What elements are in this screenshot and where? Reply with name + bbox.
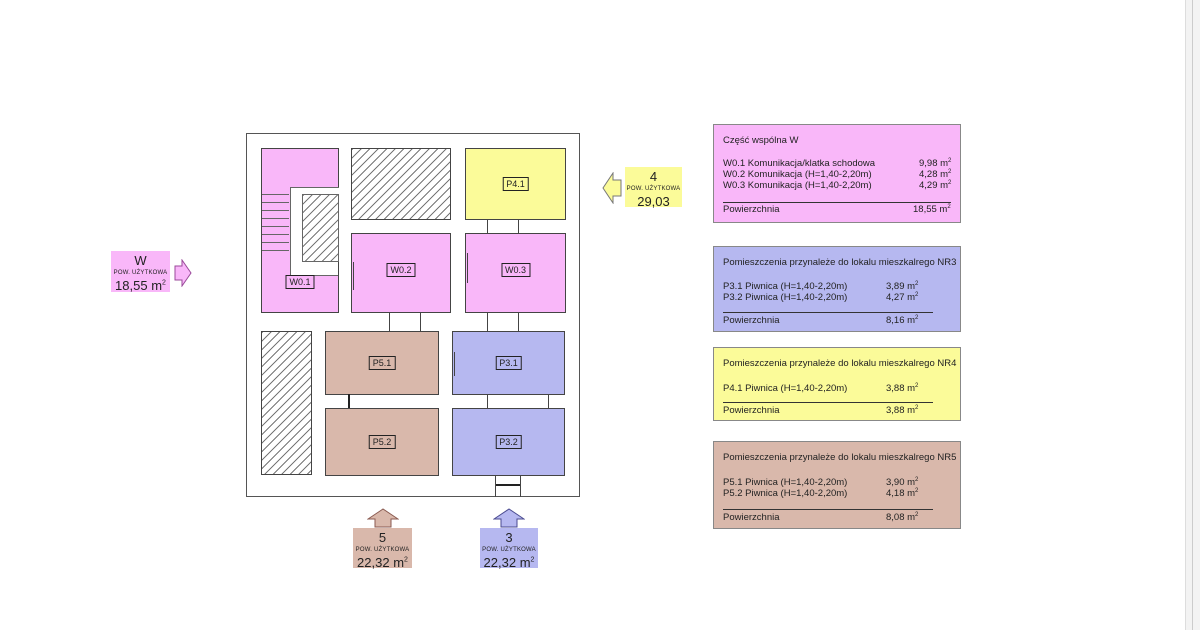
badge-5: 5 POW. UŻYTKOWA 22,32 m2 xyxy=(353,528,412,570)
legend-title: Pomieszczenia przynależe do lokalu miesz… xyxy=(723,358,957,369)
legend-row: P5.2 Piwnica (H=1,40-2,20m) 4,18 m2 xyxy=(723,488,919,500)
legend-title: Część wspólna W xyxy=(723,135,799,146)
stair-void xyxy=(302,194,339,262)
room-p32: P3.2 xyxy=(452,408,565,476)
legend-total: Powierzchnia 3,88 m2 xyxy=(723,405,919,417)
legend-row: W0.2 Komunikacja (H=1,40-2,20m) 4,28 m2 xyxy=(723,169,952,181)
door-w02-p51 xyxy=(389,312,421,332)
badge-w-area: 18,55 m2 xyxy=(115,278,166,293)
badge-5-caption: POW. UŻYTKOWA xyxy=(355,547,410,553)
legend-row: P4.1 Piwnica (H=1,40-2,20m) 3,88 m2 xyxy=(723,383,919,395)
badge-w-caption: POW. UŻYTKOWA xyxy=(113,270,168,276)
room-label-p41: P4.1 xyxy=(502,177,529,191)
legend-row: P3.2 Piwnica (H=1,40-2,20m) 4,27 m2 xyxy=(723,292,919,304)
room-label-p52: P5.2 xyxy=(368,435,396,449)
room-label-w02: W0.2 xyxy=(386,263,416,277)
badge-w-number: W xyxy=(134,253,147,268)
door-p51-p31 xyxy=(438,352,455,376)
scrollbar-track xyxy=(1192,0,1193,630)
badge-5-area: 22,32 m2 xyxy=(357,555,408,570)
door-p51-p52 xyxy=(348,394,364,408)
door-w02-w03 xyxy=(450,253,468,283)
door-w03-p31 xyxy=(487,312,519,332)
legend-nr4: Pomieszczenia przynależe do lokalu miesz… xyxy=(713,347,961,421)
room-p41: P4.1 xyxy=(465,148,566,220)
legend-row: P5.1 Piwnica (H=1,40-2,20m) 3,90 m2 xyxy=(723,477,919,489)
door-w01-w02 xyxy=(338,262,354,290)
legend-nr5: Pomieszczenia przynależe do lokalu miesz… xyxy=(713,441,961,529)
legend-nr3: Pomieszczenia przynależe do lokalu miesz… xyxy=(713,246,961,332)
room-w03: W0.3 xyxy=(465,233,566,313)
legend-row: W0.1 Komunikacja/klatka schodowa 9,98 m2 xyxy=(723,158,952,170)
badge-3: 3 POW. UŻYTKOWA 22,32 m2 xyxy=(480,528,538,570)
stair-steps xyxy=(262,194,289,256)
badge-3-caption: POW. UŻYTKOWA xyxy=(482,547,536,553)
room-label-p32: P3.2 xyxy=(495,435,522,449)
legend-rule xyxy=(723,202,951,203)
badge-3-number: 3 xyxy=(505,530,513,545)
legend-rule xyxy=(723,312,933,313)
legend-row: P3.1 Piwnica (H=1,40-2,20m) 3,89 m2 xyxy=(723,281,919,293)
legend-total: Powierzchnia 8,16 m2 xyxy=(723,315,919,327)
arrow-up-icon xyxy=(367,508,399,528)
badge-4-caption: POW. UŻYTKOWA xyxy=(626,186,681,192)
legend-title: Pomieszczenia przynależe do lokalu miesz… xyxy=(723,257,957,268)
room-label-p31: P3.1 xyxy=(495,356,522,370)
room-p31: P3.1 xyxy=(452,331,565,395)
badge-4: 4 POW. UŻYTKOWA 29,03 xyxy=(625,167,682,209)
room-w02: W0.2 xyxy=(351,233,451,313)
legend-rule xyxy=(723,509,933,510)
badge-4-number: 4 xyxy=(649,169,658,184)
room-p52: P5.2 xyxy=(325,408,439,476)
legend-rule xyxy=(723,402,933,403)
legend-row: W0.3 Komunikacja (H=1,40-2,20m) 4,29 m2 xyxy=(723,180,952,192)
room-label-w01: W0.1 xyxy=(285,275,315,289)
floor-plan xyxy=(246,133,580,497)
room-label-w03: W0.3 xyxy=(500,263,531,277)
hatched-room-left xyxy=(261,331,312,475)
arrow-right-icon xyxy=(174,259,192,287)
legend-total: Powierzchnia 8,08 m2 xyxy=(723,512,919,524)
hatched-room-top xyxy=(351,148,451,220)
badge-3-area: 22,32 m2 xyxy=(483,555,535,570)
room-label-p51: P5.1 xyxy=(368,356,396,370)
badge-4-area: 29,03 xyxy=(637,194,670,209)
door-p31-p32 xyxy=(487,394,549,408)
legend-common-w: Część wspólna W W0.1 Komunikacja/klatka … xyxy=(713,124,961,223)
badge-w: W POW. UŻYTKOWA 18,55 m2 xyxy=(111,251,170,292)
room-w01: W0.1 xyxy=(261,148,339,313)
legend-total: Powierzchnia 18,55 m2 xyxy=(723,204,951,216)
entrance-door xyxy=(495,475,521,497)
room-p51: P5.1 xyxy=(325,331,439,395)
legend-title: Pomieszczenia przynależe do lokalu miesz… xyxy=(723,452,957,463)
badge-5-number: 5 xyxy=(378,530,387,545)
arrow-left-icon xyxy=(602,172,622,204)
vertical-scrollbar[interactable] xyxy=(1185,0,1200,630)
door-p41-w03 xyxy=(487,219,519,234)
arrow-up-icon xyxy=(493,508,525,528)
